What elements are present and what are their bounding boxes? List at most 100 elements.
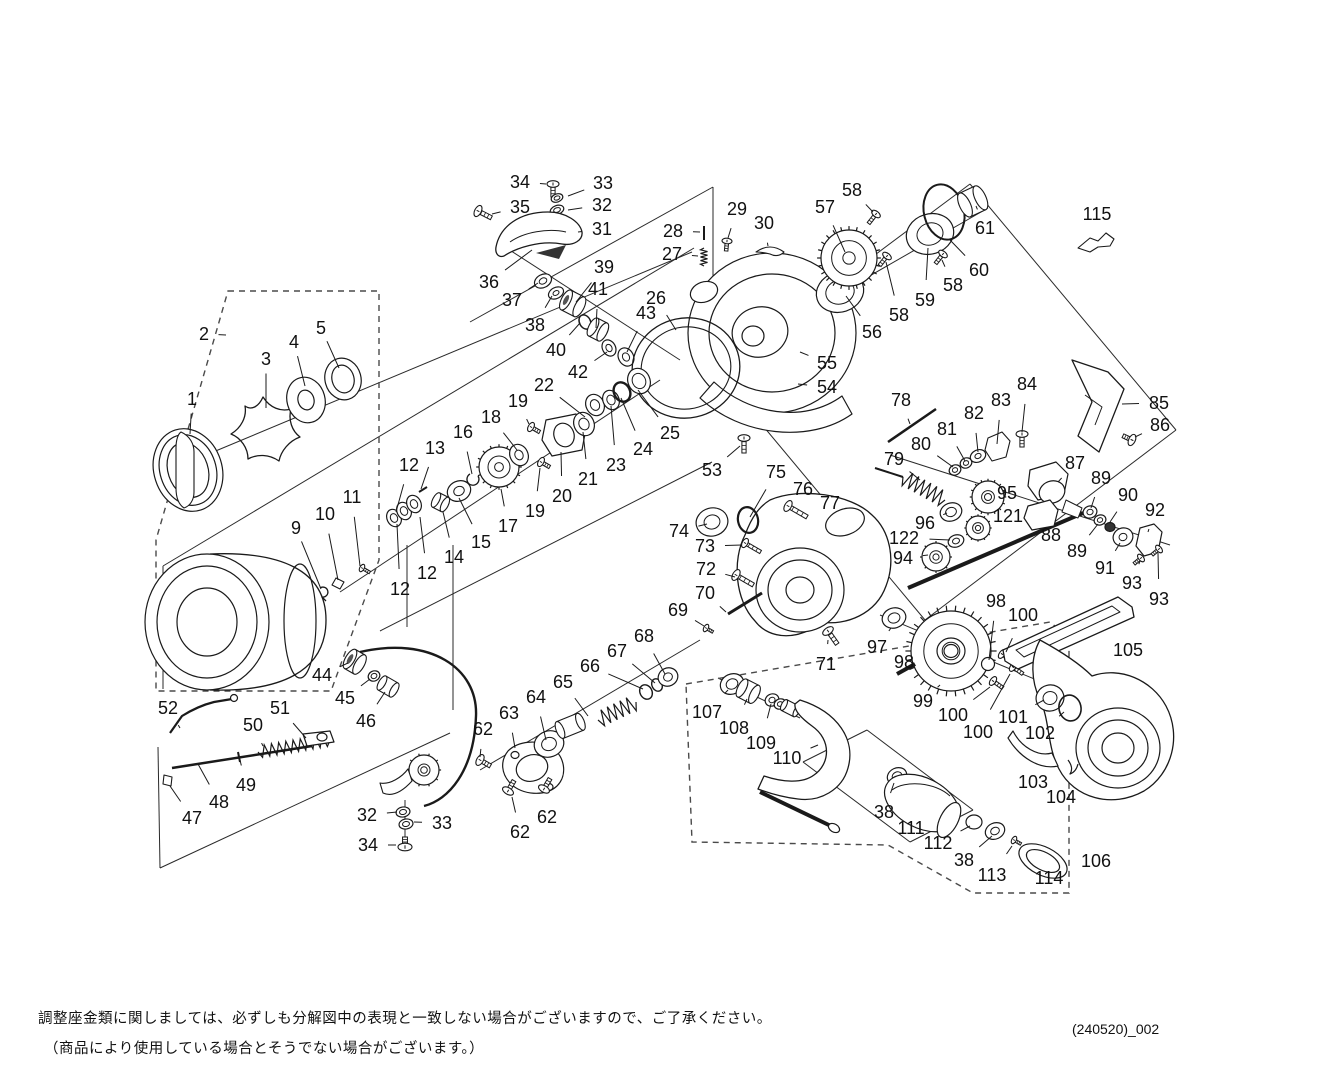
clutch-87-cam (1038, 480, 1066, 504)
leader-line-101 (1035, 699, 1045, 706)
housing-ring2 (767, 559, 833, 621)
leader-line-45 (360, 678, 371, 687)
part-label-34: 34 (358, 835, 378, 855)
part-label-3: 3 (261, 349, 271, 369)
part-label-56: 56 (862, 322, 882, 342)
part-label-69: 69 (668, 600, 688, 620)
part-label-75: 75 (766, 462, 786, 482)
leader-line-17 (500, 488, 505, 507)
part-label-72: 72 (696, 559, 716, 579)
screw-11 (358, 563, 372, 575)
leader-line-58 (941, 259, 946, 267)
leader-line-50 (261, 742, 264, 747)
part-label-89: 89 (1067, 541, 1087, 561)
handle-shaft (759, 790, 834, 829)
part-label-80: 80 (911, 434, 931, 454)
leader-line-62 (479, 748, 482, 758)
part-label-37: 37 (502, 290, 522, 310)
part-label-111: 111 (897, 818, 924, 838)
leader-line-59 (925, 247, 929, 281)
clip-16 (466, 473, 480, 486)
rotor-hub-core (741, 325, 765, 347)
screw-93b (1150, 544, 1164, 557)
bearing-96 (939, 502, 963, 522)
part-label-73: 73 (695, 536, 715, 556)
bearing-38c (984, 822, 1006, 840)
leader-line-100 (1005, 637, 1013, 653)
part-label-49: 49 (236, 775, 256, 795)
screw-53 (737, 434, 751, 454)
collar-39 (558, 289, 587, 318)
part-label-95: 95 (997, 483, 1017, 503)
part-label-91: 91 (1095, 558, 1115, 578)
gear-99-hub (936, 637, 966, 665)
part-label-44: 44 (312, 665, 332, 685)
construction-line-9 (969, 183, 1177, 431)
worm-shaft-79-stub (874, 467, 904, 478)
leader-line-49 (239, 759, 242, 766)
nut-47 (162, 774, 173, 787)
part-label-98: 98 (986, 591, 1006, 611)
part-label-17: 17 (498, 516, 518, 536)
screw-100c (988, 676, 1005, 691)
leader-line-41 (595, 308, 598, 329)
leader-line-12 (396, 523, 400, 570)
nut-112 (965, 814, 983, 830)
parts-drawings (144, 180, 1175, 879)
part-label-5: 5 (316, 318, 326, 338)
part-label-28: 28 (663, 221, 683, 241)
leader-line-21 (582, 431, 587, 460)
leader-line-84 (1021, 403, 1026, 433)
footer-note-line1: 調整座金類に関しましては、必ずしも分解図中の表現と一致しない場合がございますので… (38, 1011, 772, 1027)
leader-line-26 (666, 314, 677, 331)
part-label-9: 9 (291, 518, 301, 538)
leader-line-89 (1088, 523, 1099, 536)
washer-21 (573, 411, 595, 437)
dashed-group-box-handle (685, 621, 1070, 894)
leader-line-79 (909, 471, 921, 481)
leader-line-11 (353, 516, 361, 567)
part-label-40: 40 (546, 340, 566, 360)
part-label-107: 107 (692, 702, 722, 722)
leader-line-38 (978, 835, 993, 848)
leader-line-44 (339, 662, 349, 668)
part-label-58: 58 (842, 180, 862, 200)
collar-41 (586, 317, 610, 342)
leader-line-25 (637, 389, 659, 418)
clip-104 (1067, 759, 1079, 775)
part-label-70: 70 (695, 583, 715, 603)
part-label-23: 23 (606, 455, 626, 475)
leader-line-32 (567, 207, 583, 211)
leader-line-12 (419, 516, 426, 554)
leader-line-56 (845, 295, 861, 317)
part-label-39: 39 (594, 257, 614, 277)
leader-line-82 (975, 432, 979, 453)
construction-line-16 (504, 246, 681, 361)
part-label-77: 77 (820, 493, 840, 513)
part-label-100: 100 (963, 722, 993, 742)
part-label-85: 85 (1149, 393, 1169, 413)
part-label-24: 24 (633, 439, 653, 459)
leader-line-107 (724, 689, 729, 694)
leader-line-38 (890, 782, 895, 794)
part-label-62: 62 (510, 822, 530, 842)
part-label-86: 86 (1150, 415, 1170, 435)
bushing-14 (430, 492, 451, 513)
part-label-35: 35 (510, 197, 530, 217)
oring-24 (612, 381, 632, 403)
part-label-67: 67 (607, 641, 627, 661)
drag-disc-4b (297, 389, 315, 411)
leader-line-98 (988, 620, 995, 661)
rotor-body-inner (708, 273, 836, 393)
screw-34-top (546, 180, 560, 198)
drive-gear-99 (905, 605, 997, 697)
washer-18 (509, 443, 529, 467)
drag-ring-5 (324, 357, 362, 401)
spool-front2 (156, 565, 258, 679)
leader-line-58 (885, 261, 895, 296)
part-label-83: 83 (991, 390, 1011, 410)
leader-line-37 (528, 282, 539, 290)
part-label-21: 21 (578, 469, 598, 489)
part-label-53: 53 (702, 460, 722, 480)
